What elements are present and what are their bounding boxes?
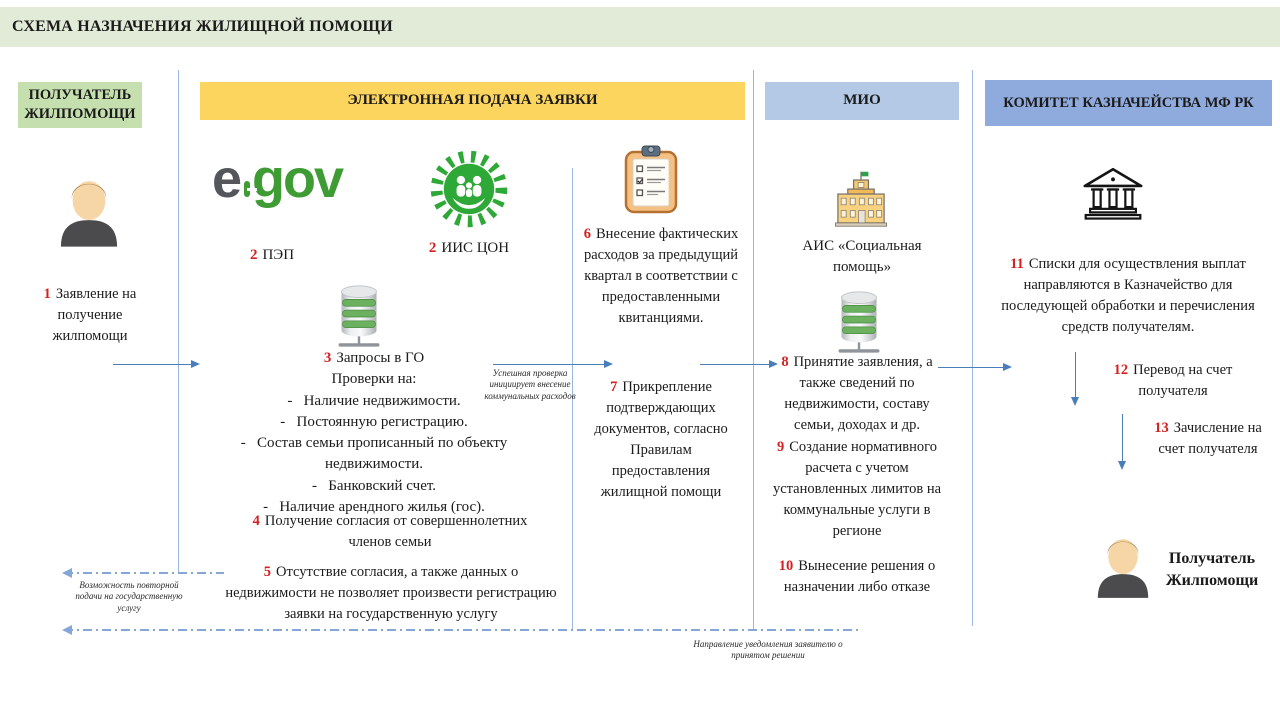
arrow-notification-dashed (62, 625, 860, 635)
step-4-number: 4 (252, 513, 260, 529)
success-check-annotation: Успешная проверка инициирует внесение ко… (484, 368, 576, 401)
arrow-application-to-esubmission (113, 359, 200, 368)
resubmit-annotation: Возможность повторной подачи на государс… (75, 580, 183, 613)
page-title: СХЕМА НАЗНАЧЕНИЯ ЖИЛИЩНОЙ ПОМОЩИ (0, 7, 1280, 47)
list-item: Банковский счет. (200, 476, 548, 497)
step-8-number: 8 (781, 354, 789, 370)
step-10-number: 10 (778, 558, 794, 574)
column-header-treasury: КОМИТЕТ КАЗНАЧЕЙСТВА МФ РК (985, 80, 1272, 126)
database-icon (328, 280, 390, 350)
step-1-number: 1 (43, 286, 51, 302)
egov-plus-icon (244, 181, 257, 197)
column-divider-3 (753, 70, 754, 630)
arrow-resubmit-dashed (62, 568, 224, 578)
step-13-number: 13 (1154, 420, 1169, 436)
pep-number: 2 (249, 247, 258, 263)
list-item: Наличие арендного жилья (гос). (200, 497, 548, 518)
egov-logo-e: e (212, 149, 243, 209)
government-building-icon (828, 164, 894, 234)
applicant-avatar-icon (50, 166, 128, 254)
column-header-mio: МИО (765, 82, 959, 120)
bank-icon (1076, 160, 1150, 226)
arrow-esubmission-to-mio (700, 359, 778, 368)
step-3-checklist: Наличие недвижимости.Постоянную регистра… (200, 391, 548, 519)
arrow-to-crediting (1117, 414, 1126, 470)
column-divider-2 (572, 168, 573, 630)
iis-con-logo (424, 144, 514, 234)
arrow-success-check (493, 359, 613, 368)
list-item: Постоянную регистрацию. (200, 412, 548, 433)
step-3-subtitle: Проверки на: (331, 371, 417, 388)
step-11-number: 11 (1010, 256, 1024, 272)
arrow-mio-to-treasury (938, 362, 1012, 371)
recipient-final-label: Получатель Жилпомощи (1165, 550, 1259, 590)
page-title-text: СХЕМА НАЗНАЧЕНИЯ ЖИЛИЩНОЙ ПОМОЩИ (12, 18, 393, 35)
egov-logo-gov: gov (251, 149, 344, 209)
step-5-number: 5 (263, 564, 271, 580)
column-header-esubmission: ЭЛЕКТРОННАЯ ПОДАЧА ЗАЯВКИ (200, 82, 745, 120)
step-6-number: 6 (583, 226, 592, 242)
notify-annotation: Направление уведомления заявителю о прин… (693, 639, 843, 661)
step-3-number: 3 (323, 350, 332, 366)
step-1-text: Заявление на получение жилпомощи (52, 286, 137, 345)
recipient-avatar-icon (1088, 526, 1158, 604)
ais-label: АИС «Социальная помощь» (802, 238, 922, 275)
step-9-number: 9 (777, 439, 785, 455)
clipboard-icon (622, 144, 680, 216)
step-7-number: 7 (610, 379, 618, 395)
iis-con-number: 2 (428, 240, 437, 256)
database-icon-2 (828, 286, 890, 356)
list-item: Состав семьи прописанный по объекту недв… (200, 433, 548, 476)
column-divider-4 (972, 70, 973, 626)
list-item: Наличие недвижимости. (200, 391, 548, 412)
step-12-number: 12 (1113, 362, 1129, 378)
column-divider-1 (178, 70, 179, 573)
arrow-to-transfer (1070, 352, 1079, 406)
column-header-recipient: ПОЛУЧАТЕЛЬ ЖИЛПОМОЩИ (18, 82, 142, 128)
